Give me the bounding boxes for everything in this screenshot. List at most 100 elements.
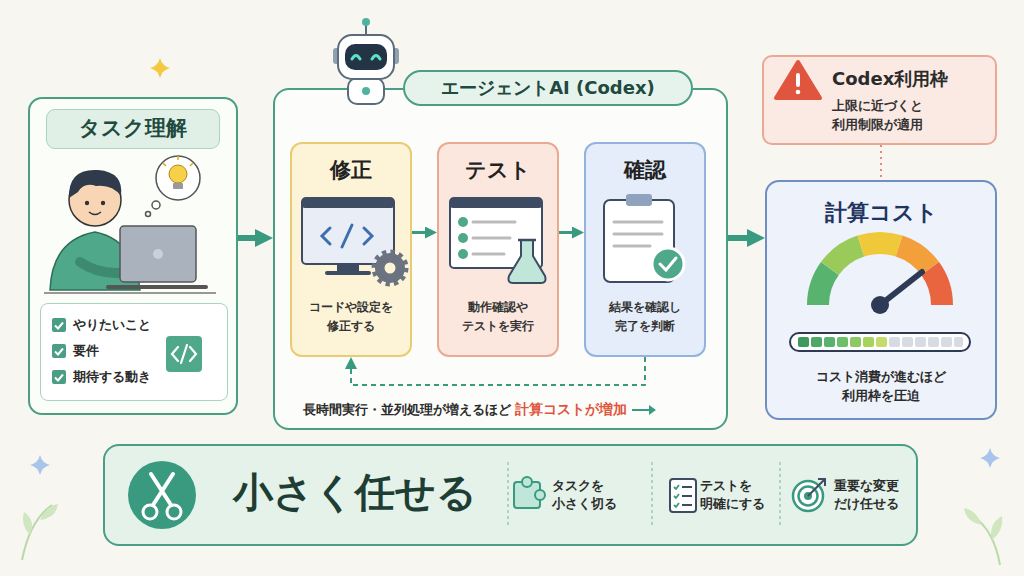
gauge-meter — [830, 246, 861, 269]
sparkle — [23, 512, 32, 535]
robot-icon — [362, 18, 370, 26]
connector-arrow — [412, 231, 430, 234]
step-box: 修正コードや設定を 修正する — [290, 142, 412, 357]
gauge-meter — [880, 272, 922, 305]
connector-arrow — [728, 235, 755, 241]
target-icon — [793, 479, 825, 511]
sparkle — [40, 504, 58, 520]
checklist-item: 要件 — [51, 342, 99, 360]
person-illustration — [163, 156, 193, 166]
robot-icon — [392, 48, 399, 64]
box-heading: 計算コスト — [767, 198, 995, 228]
sparkle — [991, 516, 1002, 540]
box-text: コスト消費が進むほど 利用枠を圧迫 — [767, 368, 995, 406]
person-illustration — [89, 212, 101, 215]
person-illustration — [153, 249, 163, 259]
box-heading: Codex利用枠 — [832, 67, 948, 91]
person-illustration — [44, 156, 216, 293]
gauge-meter — [798, 337, 809, 347]
gauge-meter — [876, 337, 887, 347]
warning-icon — [776, 62, 820, 98]
warning-icon — [796, 73, 800, 87]
sparkle — [22, 505, 52, 560]
gauge-meter — [790, 243, 970, 351]
person-illustration — [50, 232, 140, 290]
person-illustration — [44, 292, 216, 294]
checklist-icon — [674, 485, 679, 507]
person-illustration — [69, 170, 121, 198]
tip-band: 小さく任せる — [103, 444, 918, 546]
step-text: 結果を確認し 完了を判断 — [586, 298, 704, 335]
agent-group: エージェントAI (Codex)修正コードや設定を 修正するテスト動作確認や テ… — [273, 88, 728, 430]
scissors-icon — [151, 474, 173, 505]
code-icon — [172, 345, 196, 363]
connector-arrow — [238, 235, 263, 241]
box-heading: タスク理解 — [46, 109, 220, 149]
puzzle-icon — [522, 477, 532, 487]
note-arrow — [632, 409, 651, 411]
gauge-meter — [928, 337, 939, 347]
robot-icon — [362, 87, 370, 95]
test-window-icon — [458, 233, 468, 243]
checklist-item: やりたいこと — [51, 316, 151, 334]
person-illustration — [173, 183, 183, 189]
robot-icon — [338, 35, 394, 79]
test-window-icon — [450, 198, 542, 268]
gauge-meter — [790, 333, 970, 351]
checklist-icon — [682, 487, 692, 505]
person-illustration — [80, 262, 128, 273]
robot-icon — [348, 78, 384, 104]
gauge-meter — [837, 337, 848, 347]
note-arrow — [649, 405, 656, 415]
code-window-icon — [322, 225, 372, 247]
sparkle — [30, 455, 50, 475]
gauge-meter — [954, 337, 963, 347]
sparkle — [972, 515, 1000, 565]
robot-icon — [333, 48, 340, 64]
sparkle — [964, 508, 982, 525]
code-window-icon — [302, 198, 394, 264]
target-icon — [808, 479, 825, 496]
gauge-meter — [818, 269, 830, 305]
person-illustration — [152, 201, 160, 209]
sparkle — [150, 58, 170, 78]
puzzle-icon — [535, 490, 545, 500]
scissors-icon — [167, 505, 181, 519]
gauge-meter — [941, 337, 952, 347]
warning-box: Codex利用枠上限に近づくと 利用制限が適用 — [762, 55, 997, 145]
step-heading: 確認 — [586, 156, 704, 184]
gauge-meter — [889, 337, 900, 347]
warning-icon — [796, 90, 801, 95]
step-text: コードや設定を 修正する — [292, 298, 410, 335]
connector-arrow — [559, 231, 577, 234]
test-window-icon — [509, 240, 546, 283]
code-window-icon — [325, 271, 371, 275]
checklist-icon — [670, 479, 696, 512]
code-icon — [166, 336, 202, 372]
clipboard-icon — [604, 200, 674, 282]
stage-box: タスク理解やりたいこと要件期待する動き — [28, 97, 238, 415]
code-window-icon — [302, 198, 405, 283]
dashed-connector — [880, 145, 882, 180]
test-window-icon — [450, 198, 546, 283]
clipboard-icon — [626, 194, 652, 206]
person-illustration — [101, 201, 105, 205]
robot-icon — [345, 44, 387, 70]
step-heading: テスト — [439, 156, 557, 184]
step-heading: 修正 — [292, 156, 410, 184]
person-illustration — [169, 165, 187, 183]
target-icon — [799, 487, 818, 506]
gauge-meter — [863, 337, 874, 347]
puzzle-icon — [514, 477, 545, 508]
robot-icon — [333, 18, 399, 104]
sparkle — [980, 448, 1000, 468]
code-window-icon — [375, 253, 405, 283]
scissors-icon — [143, 505, 157, 519]
checklist-icon — [670, 479, 696, 512]
gauge-meter — [861, 243, 899, 246]
cost-box: 計算コストコスト消費が進むほど 利用枠を圧迫 — [765, 180, 997, 420]
code-window-icon — [385, 263, 396, 274]
step-box: 確認結果を確認し 完了を判断 — [584, 142, 706, 357]
step-box: テスト動作確認や テストを実行 — [437, 142, 559, 357]
